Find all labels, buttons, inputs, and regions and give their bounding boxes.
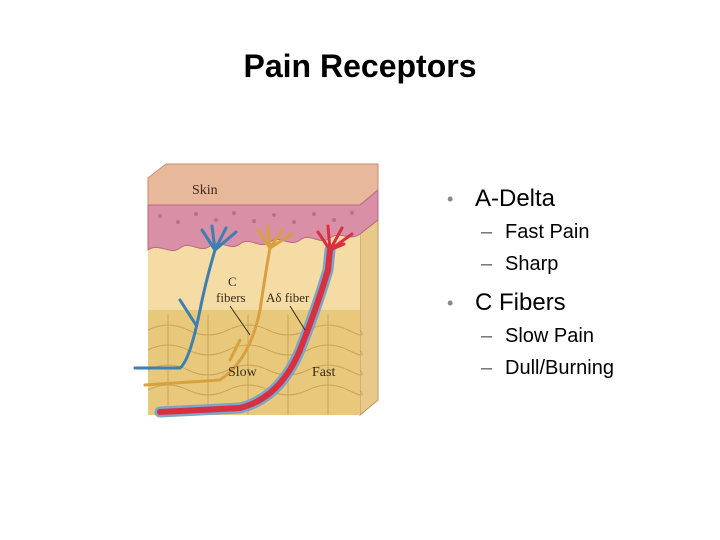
skin-surface [147, 163, 379, 206]
bullet-label: A-Delta [475, 185, 556, 212]
sub-bullet-label: Fast Pain [505, 221, 590, 243]
bullet-a-delta: • A-Delta [445, 182, 715, 216]
slide-title: Pain Receptors [243, 48, 477, 84]
bullet-label: C Fibers [475, 289, 566, 316]
sub-bullet: – Fast Pain [445, 216, 715, 248]
sub-bullet: – Slow Pain [445, 320, 715, 352]
a-delta-fiber-nerve [143, 224, 294, 387]
c-fibers-label-line1: C [228, 274, 237, 289]
dash-icon: – [481, 357, 493, 379]
fat-cells [147, 315, 363, 415]
bullet-dot-icon: • [447, 293, 454, 313]
c-fibers-pointer-line [229, 305, 251, 336]
a-delta-pointer-line [289, 305, 306, 331]
c-fibers-label-line2: fibers [216, 290, 246, 305]
sub-bullet: – Dull/Burning [445, 352, 715, 384]
a-delta-fiber-label: Aδ fiber [266, 290, 310, 305]
sub-bullet-label: Sharp [505, 253, 559, 275]
bullet-dot-icon: • [447, 189, 454, 209]
skin-cross-section-illustration: Skin C fibers Aδ fiber Slow Fast [130, 150, 390, 430]
dash-icon: – [481, 253, 493, 275]
sub-bullet-label: Slow Pain [505, 325, 594, 347]
slow-label: Slow [228, 365, 258, 380]
dash-icon: – [481, 325, 493, 347]
skin-diagram-svg: Skin C fibers Aδ fiber Slow Fast [133, 163, 379, 418]
sub-bullet-label: Dull/Burning [505, 357, 614, 379]
dash-icon: – [481, 221, 493, 243]
fast-label: Fast [312, 365, 335, 380]
bullet-list: • A-Delta – Fast Pain – Sharp • C Fibers… [445, 182, 715, 384]
skin-label: Skin [192, 183, 218, 198]
fast-fiber-nerve [154, 224, 354, 418]
sub-bullet: – Sharp [445, 248, 715, 280]
bullet-c-fibers: • C Fibers [445, 286, 715, 320]
c-fiber-nerve [133, 224, 238, 370]
epidermis-dots [158, 211, 354, 224]
